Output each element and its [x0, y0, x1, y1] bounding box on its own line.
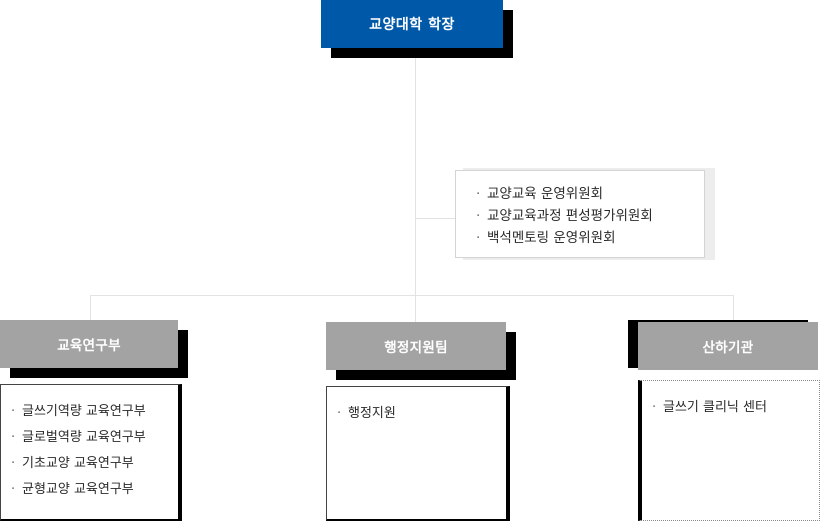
- list-item: · 균형교양 교육연구부: [11, 477, 178, 503]
- department-header-label: 행정지원팀: [384, 340, 448, 356]
- bullet-icon: ·: [337, 406, 342, 421]
- department-header-affiliated-institutions[interactable]: 산하기관: [638, 322, 818, 370]
- committee-item-label: 백석멘토링 운영위원회: [487, 230, 616, 246]
- list-item: · 교양교육 운영위원회: [476, 183, 704, 205]
- bullet-icon: ·: [476, 230, 481, 246]
- list-item: · 백석멘토링 운영위원회: [476, 227, 704, 249]
- department-item-label: 글쓰기역량 교육연구부: [22, 404, 146, 419]
- department-body-education-research: · 글쓰기역량 교육연구부 · 글로벌역량 교육연구부 · 기초교양 교육연구부 · 균…: [0, 384, 182, 521]
- list-item: · 교양교육과정 편성평가위원회: [476, 205, 704, 227]
- department-item-label: 기초교양 교육연구부: [22, 456, 134, 471]
- bullet-icon: ·: [11, 482, 16, 497]
- department-body-affiliated-institutions: · 글쓰기 클리닉 센터: [638, 380, 820, 521]
- list-item: · 기초교양 교육연구부: [11, 451, 178, 477]
- list-item: · 글쓰기 클리닉 센터: [652, 395, 819, 421]
- bullet-icon: ·: [11, 456, 16, 471]
- list-item: · 글로벌역량 교육연구부: [11, 425, 178, 451]
- connector-to-committee: [415, 218, 455, 219]
- department-body-administrative-support: · 행정지원: [326, 386, 510, 521]
- connector-trunk-vertical: [415, 48, 416, 295]
- department-header-label: 교육연구부: [57, 338, 121, 354]
- bullet-icon: ·: [476, 208, 481, 224]
- committee-box: · 교양교육 운영위원회 · 교양교육과정 편성평가위원회 · 백석멘토링 운영위원회: [455, 170, 705, 258]
- department-header-label: 산하기관: [702, 340, 754, 356]
- committee-item-label: 교양교육 운영위원회: [487, 186, 604, 202]
- list-item: · 행정지원: [337, 401, 506, 427]
- department-header-education-research[interactable]: 교육연구부: [0, 320, 178, 368]
- dean-title-box[interactable]: 교양대학 학장: [321, 0, 503, 48]
- committee-item-label: 교양교육과정 편성평가위원회: [487, 208, 653, 224]
- department-item-label: 균형교양 교육연구부: [22, 482, 134, 497]
- department-item-label: 글로벌역량 교육연구부: [22, 430, 146, 445]
- list-item: · 글쓰기역량 교육연구부: [11, 399, 178, 425]
- connector-drop-admin: [415, 295, 416, 322]
- department-header-administrative-support[interactable]: 행정지원팀: [326, 322, 506, 370]
- bullet-icon: ·: [652, 400, 657, 415]
- dean-title-label: 교양대학 학장: [369, 17, 455, 33]
- department-item-label: 행정지원: [348, 406, 396, 421]
- connector-drop-affiliate: [733, 295, 734, 322]
- connector-drop-education: [90, 295, 91, 320]
- bullet-icon: ·: [11, 404, 16, 419]
- bullet-icon: ·: [476, 186, 481, 202]
- department-item-label: 글쓰기 클리닉 센터: [663, 400, 767, 415]
- connector-distribution-bar: [90, 295, 734, 296]
- bullet-icon: ·: [11, 430, 16, 445]
